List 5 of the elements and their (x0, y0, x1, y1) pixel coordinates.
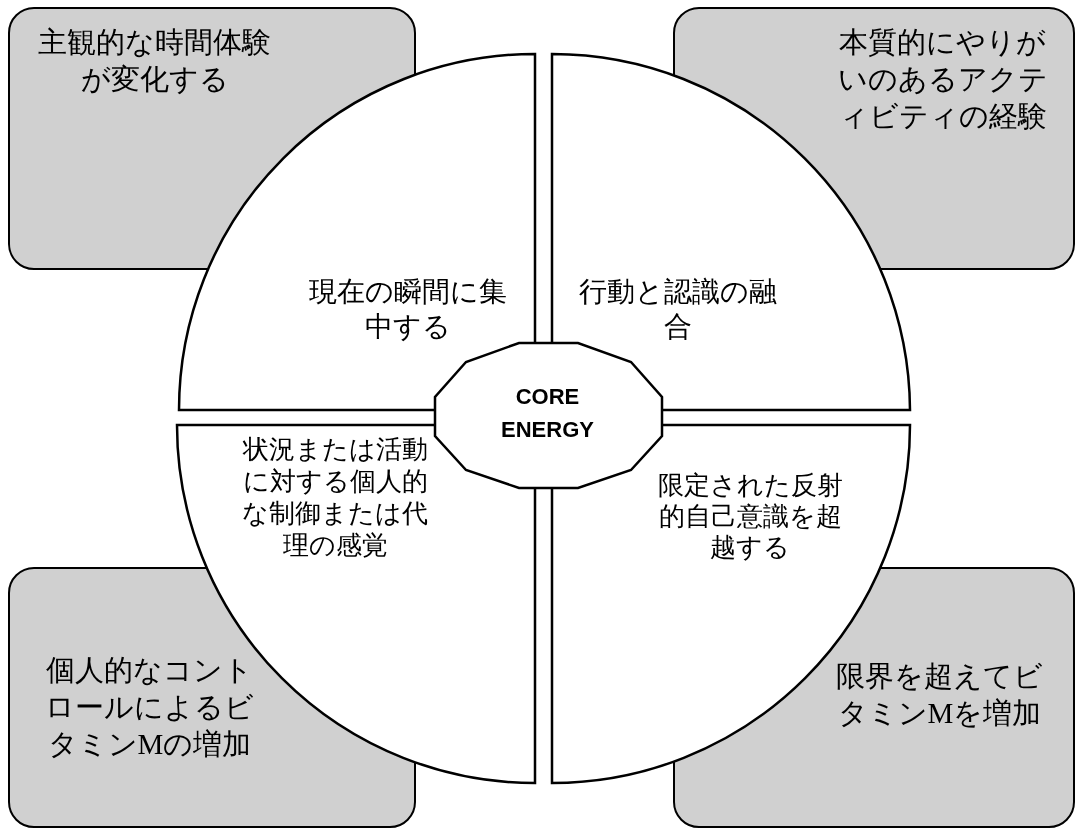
segment-text: 限定された反射的自己意識を超越する (656, 470, 844, 563)
segment-text: 行動と認識の融合 (577, 275, 778, 344)
segment-text: 状況または活動に対する個人的な制御または代理の感覚 (241, 434, 429, 562)
segment-text: 現在の瞬間に集中する (307, 275, 508, 344)
center-label: CORE ENERGY (500, 383, 595, 444)
